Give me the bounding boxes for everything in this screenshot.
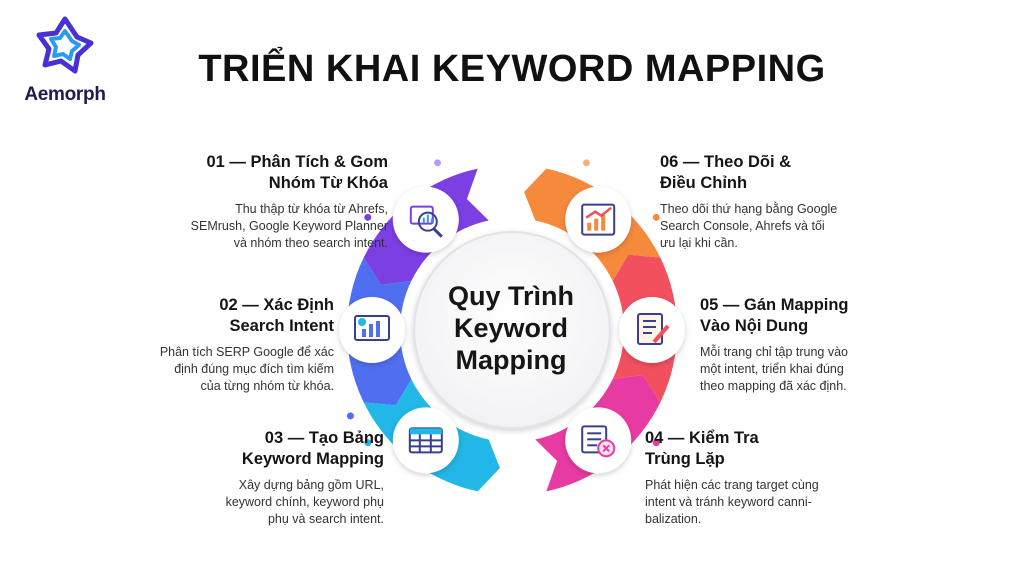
center-line: Keyword (453, 313, 569, 343)
decor-dot (582, 159, 590, 167)
step-06: 06 — Theo Dõi &Điều Chỉnh Theo dõi thứ h… (660, 152, 910, 252)
table-sheet-icon (392, 407, 459, 474)
decor-dot (364, 213, 372, 221)
decor-dot (364, 439, 372, 447)
duplicate-check-icon (565, 407, 632, 474)
decor-dot (346, 412, 354, 420)
star-knot-logo-icon (36, 16, 94, 74)
search-analytics-icon (392, 186, 459, 253)
step-heading: 06 — Theo Dõi &Điều Chỉnh (660, 153, 792, 192)
center-hub (413, 231, 611, 429)
brand-name: Aemorph (24, 84, 106, 105)
center-line: Quy Trình (447, 281, 574, 311)
step-description: Xây dựng bảng gồm URL,keyword chính, key… (225, 478, 384, 526)
document-edit-icon (619, 297, 685, 363)
center-line: Mapping (455, 345, 567, 375)
decor-dot (652, 439, 660, 447)
center-title: Quy Trình Keyword Mapping (411, 280, 611, 376)
growth-chart-icon (565, 186, 632, 253)
decor-dot (652, 213, 660, 221)
page-title: TRIỂN KHAI KEYWORD MAPPING (198, 48, 826, 90)
brand-logo: Aemorph (22, 14, 108, 106)
step-description: Thu thập từ khóa từ Ahrefs,SEMrush, Goog… (190, 202, 388, 250)
chart-presentation-icon (339, 297, 405, 363)
decor-dot (434, 159, 442, 167)
